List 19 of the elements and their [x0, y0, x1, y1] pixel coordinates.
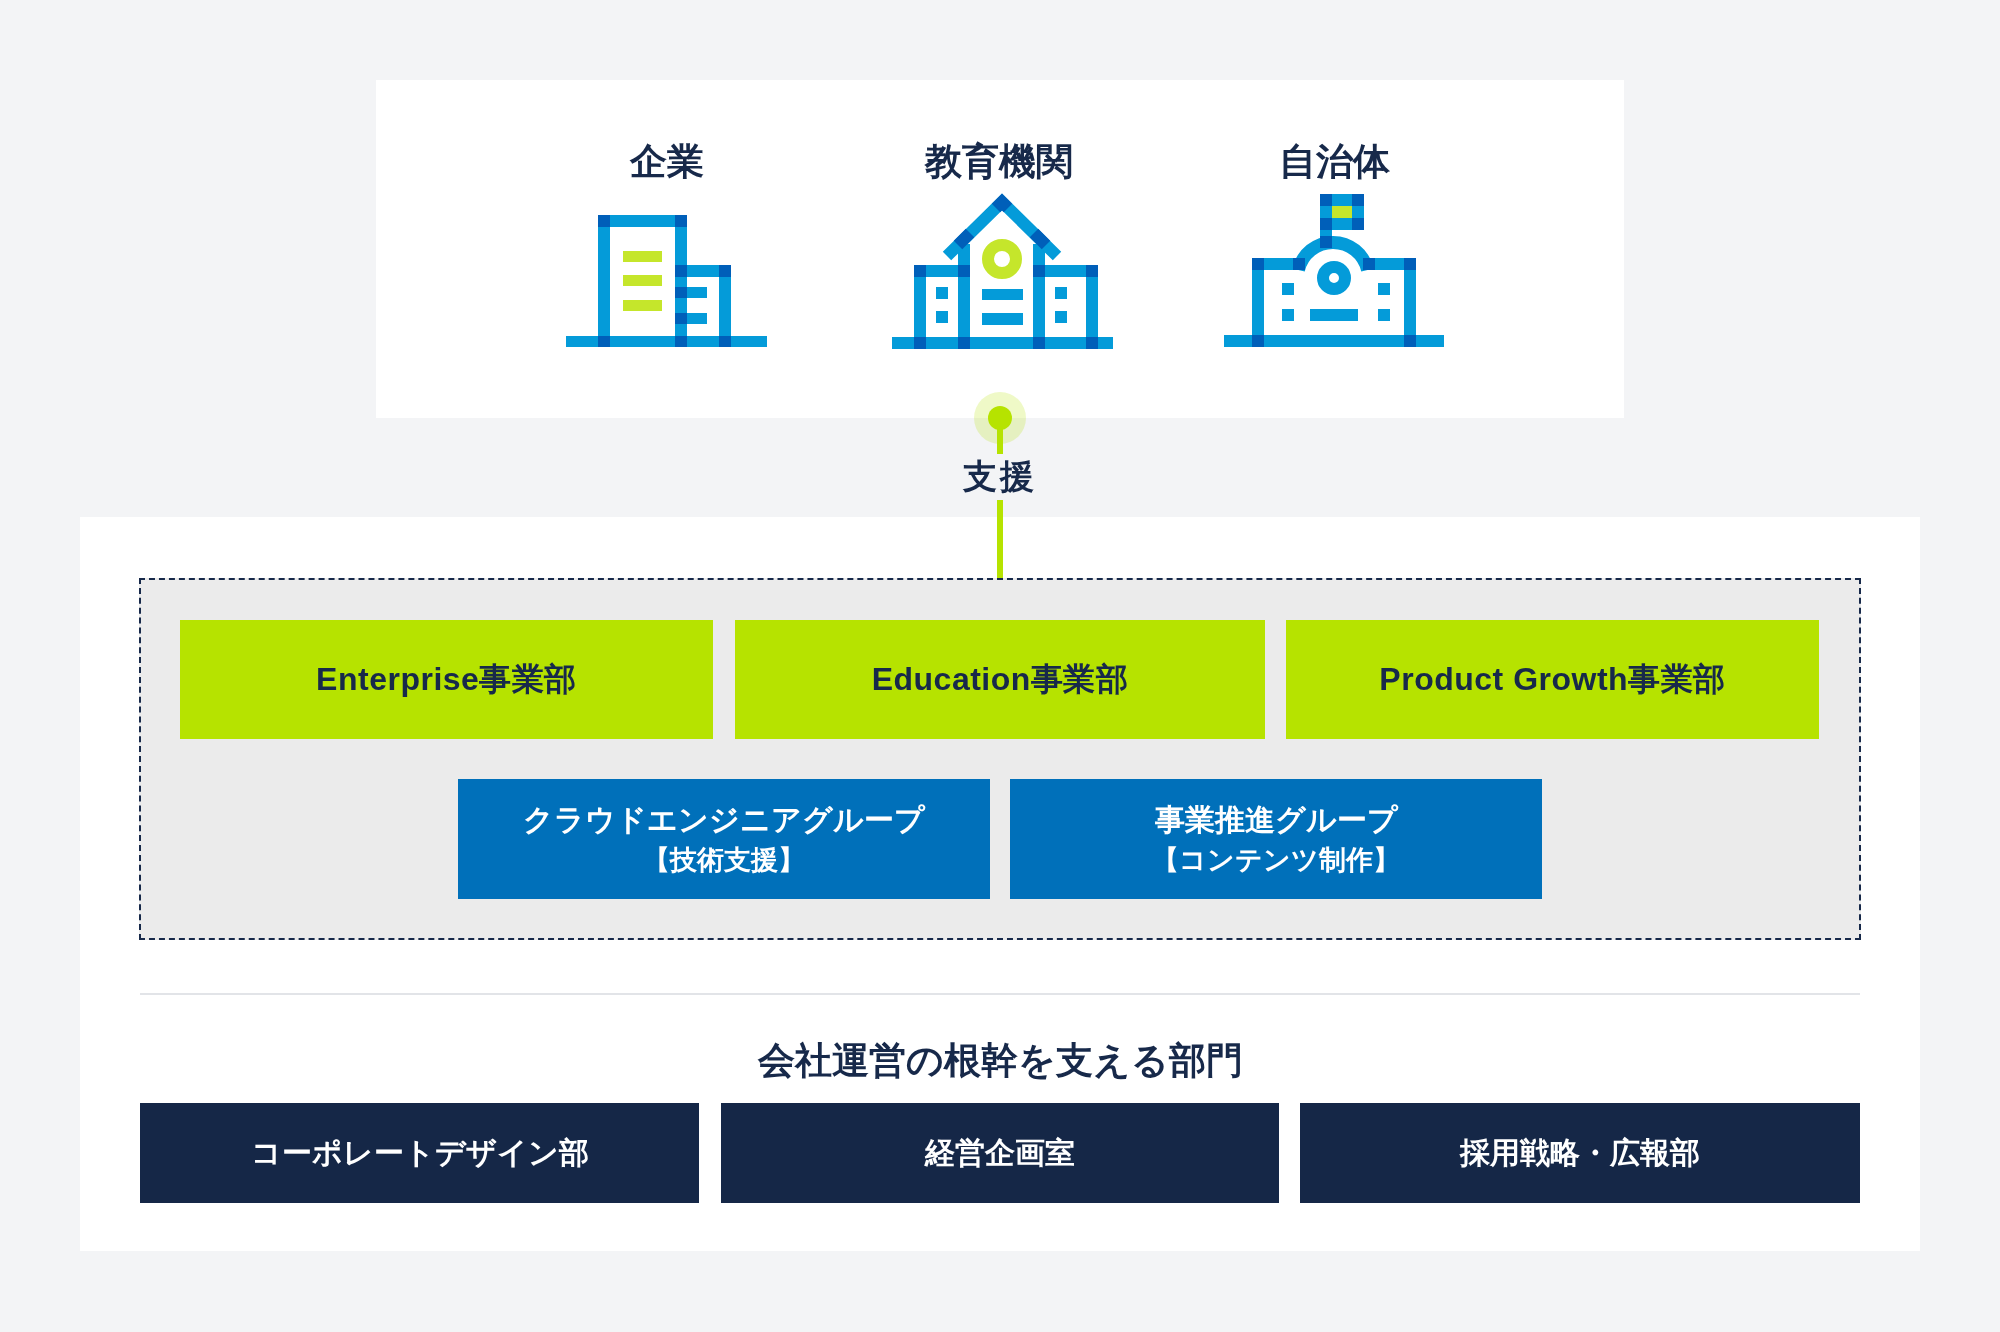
team-box [1010, 779, 1542, 899]
team-role: 【技術支援】 [643, 844, 805, 878]
division-box: Product Growth事業部 [1286, 620, 1819, 739]
team-box [458, 779, 990, 899]
content-panel [80, 517, 1920, 1251]
section-heading: 会社運営の根幹を支える部門 [756, 1039, 1244, 1083]
dashed-group-frame [139, 578, 1861, 940]
team-name: クラウドエンジニアグループ [523, 801, 925, 838]
category-title: 企業 [629, 140, 705, 184]
category-title: 自治体 [1277, 140, 1391, 184]
department-box: 経営企画室 [721, 1103, 1279, 1203]
department-box: 採用戦略・広報部 [1300, 1103, 1860, 1203]
team-name: 事業推進グループ [1154, 801, 1398, 838]
category-title: 教育機関 [923, 140, 1074, 184]
division-box: Enterprise事業部 [180, 620, 713, 739]
team-role: 【コンテンツ制作】 [1152, 844, 1400, 878]
division-box: Education事業部 [735, 620, 1265, 739]
content-panel [376, 80, 1624, 418]
department-box: コーポレートデザイン部 [140, 1103, 699, 1203]
